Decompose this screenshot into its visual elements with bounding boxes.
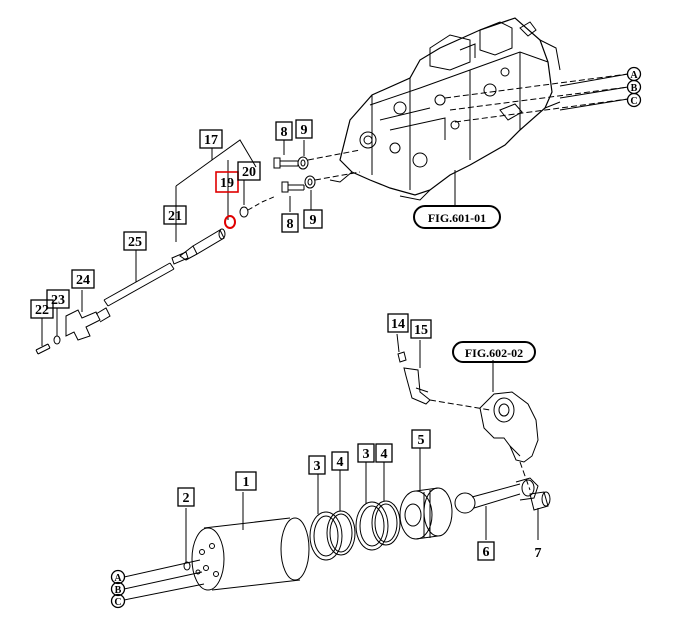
callout-23-box — [46, 289, 70, 309]
ref-circle-a-lower — [110, 569, 126, 585]
bolt-8-upper — [273, 157, 299, 169]
lever-arm-drawing — [479, 391, 539, 463]
callout-2-box — [177, 487, 195, 507]
shaft-leader — [247, 195, 277, 211]
callout-4a-box — [331, 451, 349, 471]
plug-2 — [183, 561, 191, 571]
bolt-lower-leader — [314, 171, 361, 181]
fig602-frame — [452, 341, 536, 363]
callout-19: 19 — [220, 176, 234, 191]
transmission-housing-drawing — [329, 17, 561, 201]
callout-3b: 3 — [363, 447, 370, 462]
fig-601-label: FIG.601-01 — [428, 211, 486, 225]
callout-15-box — [410, 319, 432, 339]
ref-circle-c-lower — [110, 593, 126, 609]
ref-c-lower: C — [114, 597, 121, 608]
washer-9-upper — [297, 156, 309, 170]
callout-9b-box — [303, 209, 323, 229]
callout-9b: 9 — [310, 213, 317, 228]
callout-8b-box — [281, 213, 299, 233]
screw-14 — [397, 351, 407, 363]
callout-6: 6 — [483, 545, 490, 560]
bolt-8-lower — [281, 181, 305, 193]
valve-body-drawing — [171, 228, 226, 265]
callout-22-box — [30, 299, 54, 319]
callout-9a-box — [295, 119, 313, 139]
callout-3a: 3 — [314, 459, 321, 474]
bracket-17 — [175, 139, 257, 187]
callout-14: 14 — [391, 317, 405, 332]
bolt-upper-leader — [307, 149, 361, 161]
washer-23 — [53, 335, 61, 345]
callout-1-box — [235, 471, 257, 491]
callout-7: 7 — [535, 546, 542, 561]
callout-15: 15 — [414, 323, 428, 338]
washer-9-lower — [304, 175, 316, 189]
pin-7 — [529, 491, 551, 511]
ref-a-upper: A — [630, 70, 638, 81]
callout-5-box — [411, 429, 431, 449]
ref-a-lower: A — [114, 573, 122, 584]
callout-17-box — [199, 129, 223, 149]
callout-22: 22 — [35, 303, 49, 318]
callout-4b: 4 — [381, 447, 388, 462]
ref-b-lower: B — [115, 585, 122, 596]
callout-9a: 9 — [301, 123, 308, 138]
callout-14-box — [387, 313, 409, 333]
connector-lines-lower — [123, 559, 205, 601]
callout-5: 5 — [418, 433, 425, 448]
callout-25: 25 — [128, 235, 142, 250]
callout-1: 1 — [243, 475, 250, 490]
callout-20: 20 — [242, 165, 256, 180]
piston-rod-6 — [454, 477, 539, 514]
callout-3a-box — [308, 455, 326, 475]
ring-set-a — [309, 510, 356, 561]
cylinder-1 — [191, 517, 310, 591]
callout-24-box — [71, 269, 95, 289]
knob-24 — [65, 307, 111, 341]
callout-17: 17 — [204, 133, 218, 148]
callout-20-box — [237, 161, 261, 181]
fig601-frame — [413, 205, 501, 229]
callout-4a: 4 — [337, 455, 344, 470]
callout-6-box — [477, 541, 495, 561]
callout-boxes — [30, 66, 642, 609]
callout-24: 24 — [76, 273, 90, 288]
leader-14 — [396, 333, 400, 353]
o-ring-19 — [224, 215, 236, 229]
callout-3b-box — [357, 443, 375, 463]
callout-2: 2 — [183, 491, 190, 506]
ref-circle-c-upper — [626, 92, 642, 108]
callout-23: 23 — [51, 293, 65, 308]
ring-20 — [239, 206, 249, 218]
callout-8a-box — [275, 121, 293, 141]
piston-5 — [399, 487, 453, 540]
screw-22 — [35, 343, 51, 355]
ref-circle-b-lower — [110, 581, 126, 597]
callout-19-box — [215, 171, 239, 193]
connector-lines-upper — [444, 73, 629, 123]
callout-labels: 1 2 3 4 3 4 5 6 7 8 9 8 9 14 15 17 19 20… — [35, 70, 638, 608]
callout-8b: 8 — [287, 217, 294, 232]
connector-rod-lines-upper — [559, 73, 629, 111]
fig-602-label: FIG.602-02 — [465, 346, 523, 360]
callout-8a: 8 — [281, 125, 288, 140]
lever-to-rod-leader — [519, 461, 531, 491]
ref-b-upper: B — [631, 83, 638, 94]
callout-21-box — [163, 205, 187, 225]
ref-c-upper: C — [630, 96, 637, 107]
pin-leader — [429, 399, 491, 411]
pin-15 — [403, 367, 431, 405]
rod-25 — [103, 262, 175, 307]
callout-21: 21 — [168, 209, 182, 224]
callout-25-box — [123, 231, 147, 251]
ring-set-b — [355, 500, 401, 551]
callout-4b-box — [375, 443, 393, 463]
